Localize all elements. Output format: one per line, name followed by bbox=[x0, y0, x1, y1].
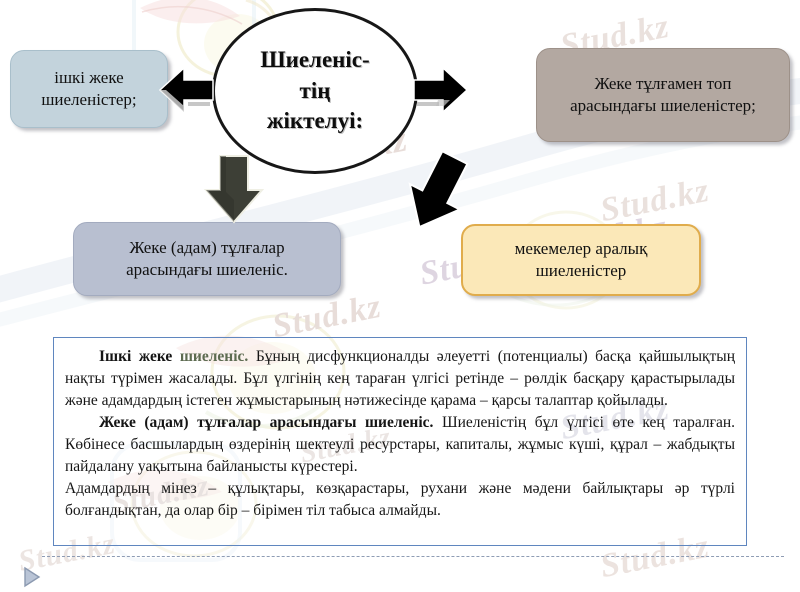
ellipse-title: Шиеленіс- тің жіктелуі: bbox=[260, 45, 369, 136]
ellipse-title-line: тің bbox=[299, 77, 331, 103]
node-label: ішкі жеке шиеленістер; bbox=[41, 67, 136, 111]
paragraph1-lead-bold: Ішкі жеке bbox=[99, 348, 173, 365]
node-person-group-conflicts[interactable]: Жеке тұлғамен топ арасындағы шиеленістер… bbox=[536, 48, 790, 142]
node-label-line: Жеке (адам) тұлғалар bbox=[129, 237, 285, 257]
node-label-line: Жеке тұлғамен топ bbox=[594, 73, 732, 93]
play-triangle-icon[interactable] bbox=[22, 566, 42, 592]
arrow-left-icon bbox=[158, 62, 216, 123]
node-label-line: ішкі жеке bbox=[54, 67, 124, 87]
node-internal-personal-conflicts[interactable]: ішкі жеке шиеленістер; bbox=[10, 50, 168, 128]
node-interorganizational-conflict[interactable]: мекемелер аралық шиеленістер bbox=[461, 224, 701, 296]
arrow-down-icon bbox=[196, 152, 272, 233]
node-label-line: арасындағы шиеленіс. bbox=[126, 260, 288, 279]
arrow-right-icon bbox=[410, 62, 470, 123]
node-label-line: арасындағы шиеленістер; bbox=[570, 96, 756, 115]
dashed-divider bbox=[42, 556, 784, 557]
arrow-down-right-icon bbox=[392, 149, 484, 243]
node-label: Жеке (адам) тұлғалар арасындағы шиеленіс… bbox=[126, 237, 288, 281]
classification-ellipse[interactable]: Шиеленіс- тің жіктелуі: bbox=[212, 8, 418, 174]
node-interpersonal-conflict[interactable]: Жеке (адам) тұлғалар арасындағы шиеленіс… bbox=[73, 222, 341, 296]
paragraph-behaviour-differences: Адамдардың мінез – құлықтары, көзқараста… bbox=[65, 478, 735, 522]
node-label-line: шиеленістер bbox=[535, 261, 627, 280]
ellipse-title-line: жіктелуі: bbox=[266, 108, 364, 134]
node-label: мекемелер аралық шиеленістер bbox=[515, 238, 648, 282]
paragraph3-body: Адамдардың мінез – құлықтары, көзқараста… bbox=[65, 480, 735, 519]
description-text-panel: Ішкі жеке шиеленіс. Бұның дисфункционалд… bbox=[53, 337, 747, 546]
paragraph2-body: Шиеленістің бұл үлгісі өте кең таралған.… bbox=[65, 414, 735, 475]
node-label: Жеке тұлғамен топ арасындағы шиеленістер… bbox=[570, 73, 756, 117]
node-label-line: шиеленістер; bbox=[41, 90, 137, 109]
paragraph2-lead-bold: Жеке (адам) тұлғалар арасындағы шиеленіс… bbox=[99, 414, 434, 431]
watermark-text: Stud.kz bbox=[597, 171, 713, 230]
paragraph1-lead-bold-tinted: шиеленіс. bbox=[179, 348, 249, 365]
paragraph-interpersonal-conflict: Жеке (адам) тұлғалар арасындағы шиеленіс… bbox=[65, 412, 735, 478]
ellipse-title-line: Шиеленіс- bbox=[260, 47, 370, 73]
paragraph1-body: Бұның дисфункционалды әлеуетті (потенциа… bbox=[65, 348, 735, 409]
node-label-line: мекемелер аралық bbox=[514, 238, 648, 258]
paragraph-internal-conflict: Ішкі жеке шиеленіс. Бұның дисфункционалд… bbox=[65, 346, 735, 412]
